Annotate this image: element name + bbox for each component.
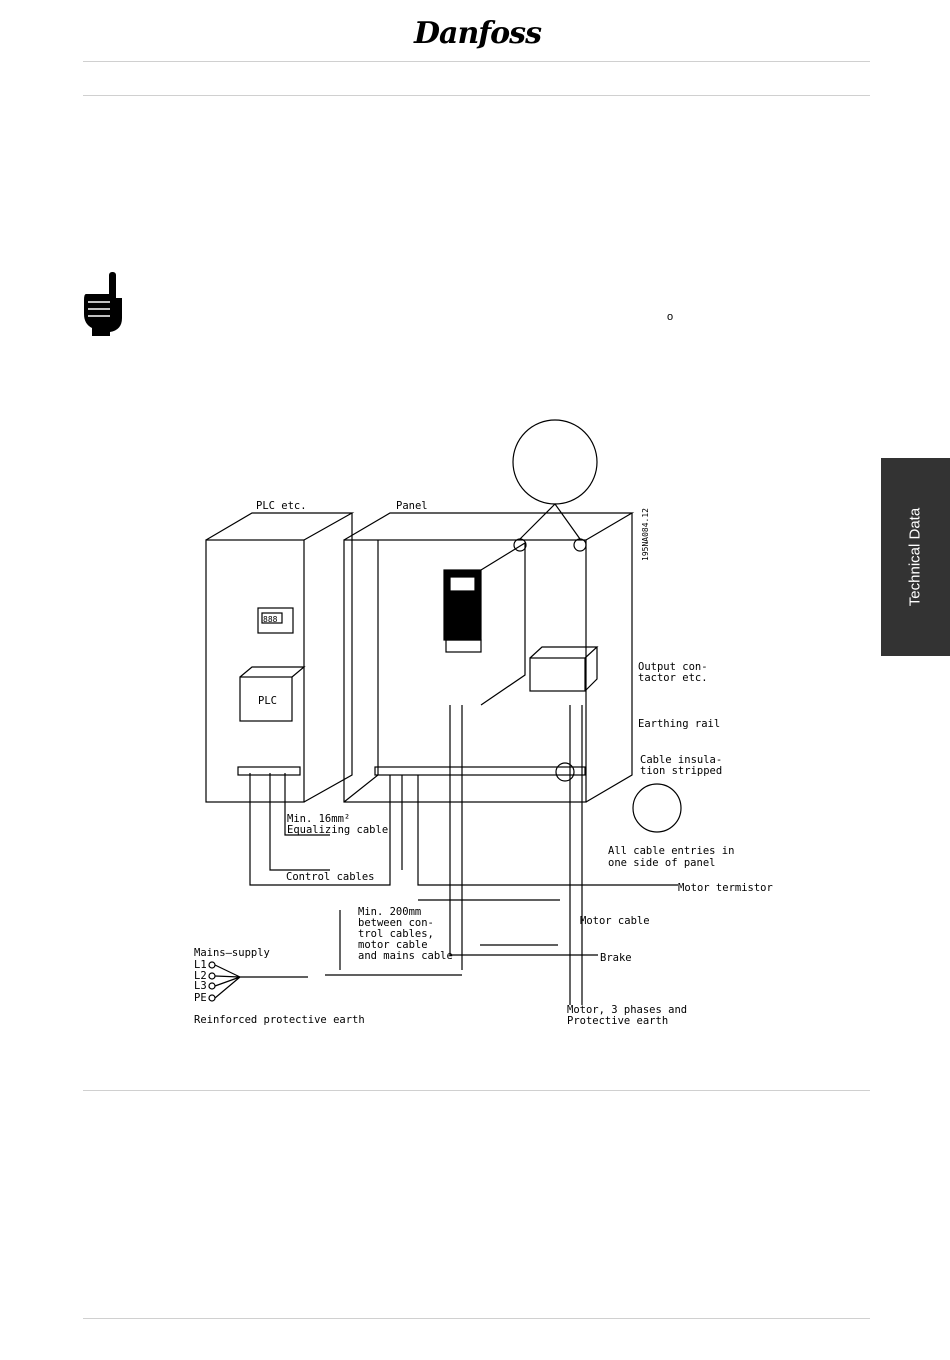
pointing-hand-icon (80, 270, 124, 338)
plc-enclosure (205, 512, 355, 803)
label-motor-3ph-2: Protective earth (567, 1015, 668, 1027)
label-brake: Brake (600, 952, 632, 964)
label-min-200-1: Min. 200mm (358, 906, 421, 918)
cable-runs (249, 705, 678, 1005)
plc-display-unit (257, 607, 294, 634)
dimension-arrows (339, 899, 560, 970)
label-min-200-4: motor cable (358, 939, 428, 951)
logo-wordmark: Danfoss (414, 16, 542, 51)
label-cable-entries-1: All cable entries in (608, 845, 734, 857)
header-rule-bottom (83, 95, 870, 96)
footer-rule-top (83, 1090, 870, 1091)
label-mains-supply: Mains—supply (194, 947, 270, 959)
note-symbol: o (667, 311, 674, 323)
danfoss-logo: Danfoss (414, 14, 542, 60)
label-plc-enclosure: PLC etc. (256, 500, 307, 512)
plc-box (239, 666, 306, 722)
panel-enclosure (343, 512, 635, 803)
side-tab-label: Technical Data (906, 507, 924, 607)
label-motor-cable: Motor cable (580, 915, 650, 927)
figure-code: 195NA084.12 (641, 508, 650, 561)
label-output-contactor-1: Output con- (638, 661, 708, 673)
output-contactor (529, 646, 599, 692)
footer-rule-bottom (83, 1318, 870, 1319)
label-l3: L3 (194, 980, 207, 992)
label-pe: PE (194, 992, 207, 1004)
detail-callouts (512, 419, 682, 833)
section-side-tab[interactable]: Technical Data (881, 458, 950, 656)
header-rule-top (83, 61, 870, 62)
label-min-200-2: between con- (358, 917, 434, 929)
label-panel: Panel (396, 500, 428, 512)
label-motor-3ph-1: Motor, 3 phases and (567, 1004, 687, 1016)
label-control-cables: Control cables (286, 871, 375, 883)
label-plc: PLC (258, 695, 277, 707)
label-min-200-3: trol cables, (358, 928, 434, 940)
label-min-16-1: Min. 16mm² (287, 813, 350, 825)
mains-terminals (208, 961, 308, 1002)
label-l2: L2 (194, 970, 207, 982)
label-cable-insulation-2: tion stripped (640, 765, 722, 777)
frequency-converter (443, 541, 526, 706)
label-min-200-5: and mains cable (358, 950, 453, 962)
label-display: 888 (263, 615, 278, 624)
earthing-rails (237, 766, 586, 776)
wiring-diagram: PLC etc. Panel PLC 888 195NA084.12 Outpu… (180, 415, 780, 1035)
label-l1: L1 (194, 959, 207, 971)
label-motor-termistor: Motor termistor (678, 882, 773, 894)
label-min-16-2: Equalizing cable (287, 824, 388, 836)
label-reinforced-pe: Reinforced protective earth (194, 1014, 365, 1026)
label-output-contactor-2: tactor etc. (638, 672, 708, 684)
label-earthing-rail: Earthing rail (638, 718, 720, 730)
label-cable-insulation-1: Cable insula- (640, 754, 722, 766)
label-cable-entries-2: one side of panel (608, 857, 715, 869)
